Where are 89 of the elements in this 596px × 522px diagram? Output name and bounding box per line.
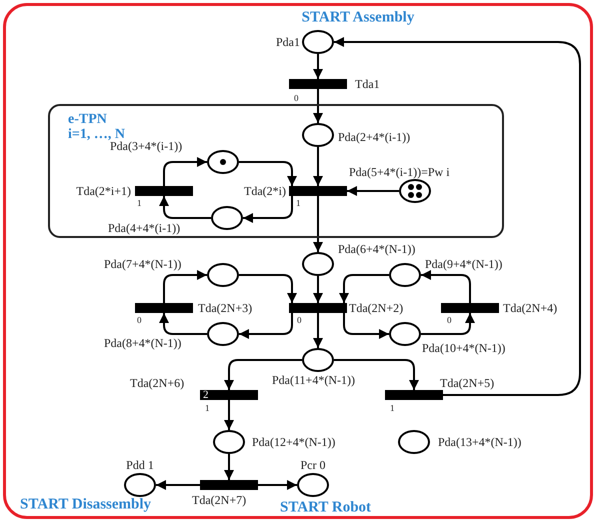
- start-label: START Disassembly: [20, 498, 152, 512]
- arc-arrow: [224, 454, 234, 480]
- place-label: Pda(11+4*(N-1)): [272, 374, 355, 386]
- place-label: Pda(7+4*(N-1)): [104, 258, 182, 270]
- arc-arrow: [224, 359, 302, 390]
- arc-arrow: [313, 54, 323, 79]
- subnet-label: e-TPN: [68, 113, 107, 127]
- place-label: Pda(3+4*(i-1)): [110, 140, 182, 152]
- start-label: START Assembly: [302, 10, 414, 26]
- arc-arrow: [313, 313, 323, 348]
- place-circle: [302, 123, 334, 147]
- place-circle: [207, 322, 239, 346]
- transition-label: Tda(2N+2): [349, 302, 404, 314]
- transition-bar: [289, 303, 347, 313]
- place-circle: [124, 473, 156, 497]
- place-label: Pdd 1: [126, 459, 154, 471]
- firing-time: 1: [296, 199, 300, 208]
- transition-label: Tda1: [355, 78, 380, 90]
- arc-arrow: [313, 196, 323, 252]
- transition-label: Tda(2*i+1): [76, 185, 131, 197]
- arc-arrow: [224, 400, 234, 430]
- transition-label: Tda(2*i): [244, 185, 286, 197]
- place-circle: [207, 150, 239, 174]
- transition-label: Tda(2N+6): [130, 377, 184, 389]
- transition-bar: [200, 390, 258, 400]
- arc-arrow: [163, 157, 207, 186]
- place-circle: [213, 430, 245, 454]
- transition-label: Tda(2N+3): [198, 302, 252, 314]
- transition-bar: [135, 303, 193, 313]
- arc-arrow: [421, 270, 471, 303]
- arc-arrow: [334, 359, 419, 390]
- place-label: Pda(12+4*(N-1)): [252, 436, 336, 448]
- firing-time: 1: [137, 199, 142, 208]
- transition-bar: [289, 79, 347, 89]
- place-circle: [398, 430, 430, 454]
- transition-bar: [200, 480, 258, 490]
- subnet-label: i=1, …, N: [68, 128, 125, 142]
- transition-bar: [135, 186, 193, 196]
- firing-time: 0: [137, 316, 142, 325]
- place-label: Pda(13+4*(N-1)): [438, 436, 522, 448]
- transition-bar: [385, 390, 443, 400]
- place-label: Pda(8+4*(N-1)): [104, 337, 182, 349]
- place-label: Pda(6+4*(N-1)): [338, 243, 416, 255]
- place-circle: [302, 30, 334, 54]
- arc-arrow: [313, 276, 323, 303]
- firing-time: 1: [390, 404, 394, 413]
- place-label: Pcr 0: [300, 459, 326, 471]
- firing-time: 0: [294, 94, 298, 103]
- place-label: Pda(9+4*(N-1)): [425, 258, 502, 270]
- transition-bar: [441, 303, 499, 313]
- transition-weight: 2: [203, 390, 208, 400]
- arc-arrow: [313, 147, 323, 186]
- arc-arrow: [421, 313, 475, 335]
- place-circle: [302, 348, 334, 372]
- firing-time: 0: [447, 316, 452, 325]
- place-circle: [297, 473, 329, 497]
- arc-arrow: [239, 161, 297, 186]
- transition-label: Tda(2N+7): [192, 494, 246, 506]
- transition-bar: [289, 186, 347, 196]
- transition-label: Tda(2N+4): [503, 302, 558, 314]
- place-circle: [389, 263, 421, 287]
- firing-time: 1: [205, 404, 210, 413]
- subnet-frame: [48, 104, 504, 238]
- arc-arrow: [239, 274, 297, 303]
- start-label: START Robot: [280, 500, 372, 516]
- arc-arrow: [347, 186, 399, 196]
- firing-time: 0: [297, 316, 302, 325]
- arc-arrow: [156, 480, 200, 490]
- place-circle: [211, 206, 243, 230]
- place-label: Pda(2+4*(i-1)): [338, 131, 410, 143]
- arc-arrow: [339, 274, 389, 303]
- place-circle: [389, 322, 421, 346]
- place-label: Pda(5+4*(i-1))=Pw i: [349, 166, 450, 178]
- place-label: Pda(4+4*(i-1)): [108, 222, 180, 234]
- arc-arrow: [343, 313, 389, 339]
- arc-arrow: [239, 313, 293, 339]
- place-circle: [399, 179, 431, 203]
- arc-arrow: [159, 196, 211, 219]
- place-circle: [302, 252, 334, 276]
- arc-arrow: [163, 270, 207, 303]
- arc-arrow: [159, 313, 207, 335]
- arc-arrow: [258, 480, 297, 490]
- place-circle: [207, 263, 239, 287]
- place-label: Pda1: [276, 36, 300, 48]
- transition-label: Tda(2N+5): [440, 377, 494, 389]
- arc-arrow: [243, 196, 293, 223]
- arc-arrow: [313, 89, 323, 123]
- place-label: Pda(10+4*(N-1)): [422, 342, 506, 354]
- arc-arrow: [334, 37, 581, 396]
